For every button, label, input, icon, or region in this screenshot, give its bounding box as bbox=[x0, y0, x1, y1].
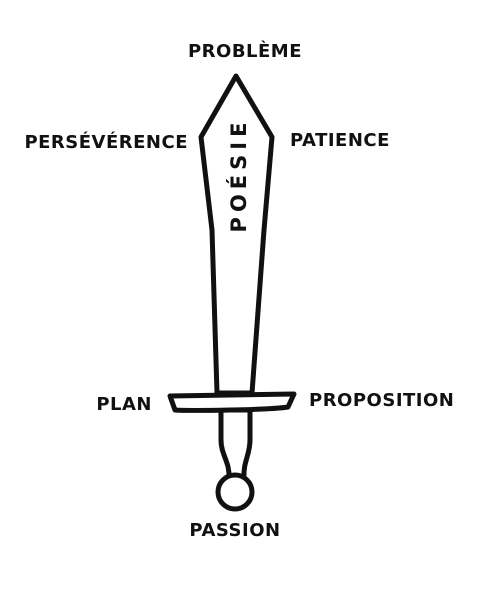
label-blade-center: POÉSIE bbox=[226, 118, 251, 233]
label-guard-left: PLAN bbox=[96, 394, 152, 415]
label-guard-right: PROPOSITION bbox=[309, 390, 454, 411]
sword-grip bbox=[218, 407, 253, 481]
label-blade-right: PATIENCE bbox=[290, 130, 390, 151]
label-pommel: PASSION bbox=[189, 520, 280, 541]
sword-crossguard bbox=[167, 391, 297, 413]
sword-pommel bbox=[215, 472, 255, 512]
label-tip: PROBLÈME bbox=[188, 40, 302, 62]
label-blade-left: PERSÉVÉRENCE bbox=[24, 131, 188, 153]
